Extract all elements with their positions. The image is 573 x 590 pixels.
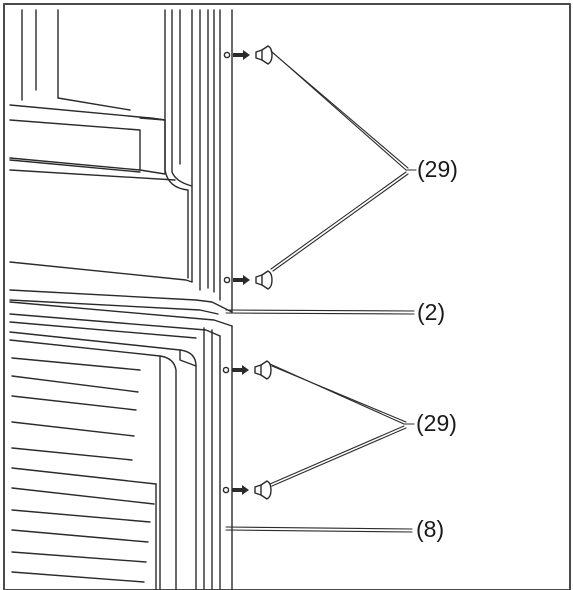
callout-lower-door: (8) xyxy=(416,516,445,542)
pin-icon xyxy=(255,270,273,290)
callout-upper-door: (2) xyxy=(417,299,446,325)
arrow-icon xyxy=(233,275,250,285)
pin-icon xyxy=(255,45,273,65)
arrow-icon xyxy=(232,365,249,375)
hole-marker xyxy=(222,486,230,494)
upper-pins xyxy=(223,45,273,290)
arrow-icon xyxy=(232,485,249,495)
upper-door xyxy=(9,9,233,315)
figure-frame xyxy=(3,3,571,590)
callout-upper-pins: (29) xyxy=(417,156,458,182)
hole-marker xyxy=(223,276,231,284)
hole-marker xyxy=(222,366,230,374)
hole-marker xyxy=(223,51,231,59)
pin-icon xyxy=(254,360,272,380)
leader-lines xyxy=(225,50,417,533)
pin-icon xyxy=(254,480,272,500)
callout-lower-pins: (29) xyxy=(416,410,457,436)
arrow-icon xyxy=(233,50,250,60)
lower-pins xyxy=(222,360,272,500)
lower-door xyxy=(9,301,233,590)
